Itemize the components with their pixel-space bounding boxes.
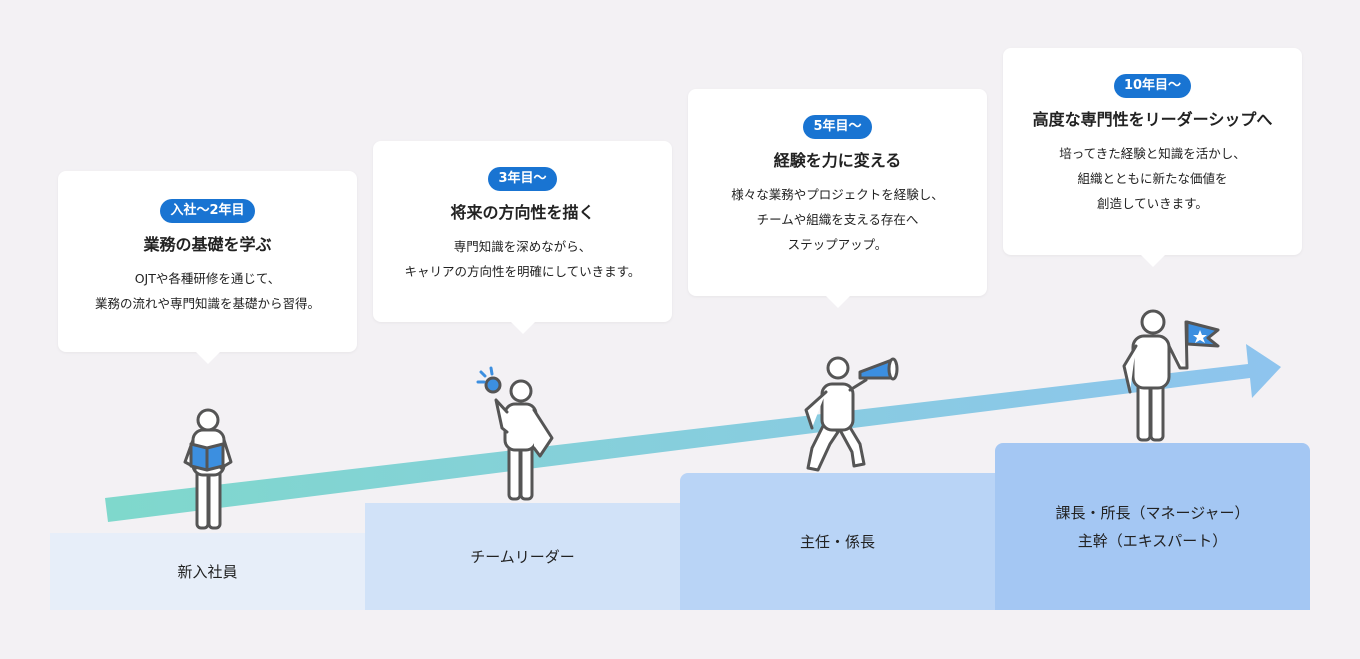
stage-description: 専門知識を深めながら、 キャリアの方向性を明確にしていきます。 bbox=[404, 239, 641, 279]
step-manager: 課長・所長（マネージャー） 主幹（エキスパート） bbox=[995, 443, 1310, 610]
lightbulb-icon bbox=[476, 366, 502, 394]
person-flag-figure bbox=[1122, 309, 1220, 442]
step-chief: 主任・係長 bbox=[680, 473, 995, 610]
stage-title: 高度な専門性をリーダーシップへ bbox=[1032, 110, 1273, 129]
person-idea-figure bbox=[476, 366, 554, 501]
stage-card-2: 3年目〜 将来の方向性を描く 専門知識を深めながら、 キャリアの方向性を明確にし… bbox=[373, 141, 672, 334]
stage-description: 様々な業務やプロジェクトを経験し、 チームや組織を支える存在へ ステップアップ。 bbox=[731, 187, 944, 252]
stage-description: OJTや各種研修を通じて、 業務の流れや専門知識を基礎から習得。 bbox=[94, 271, 320, 311]
step-label: チームリーダー bbox=[470, 547, 575, 566]
step-label: 主任・係長 bbox=[799, 532, 875, 551]
step-team-leader: チームリーダー bbox=[365, 503, 680, 610]
year-badge: 10年目〜 bbox=[1113, 74, 1192, 98]
step-label: 課長・所長（マネージャー） 主幹（エキスパート） bbox=[1055, 503, 1250, 550]
book-icon bbox=[189, 442, 225, 472]
star-flag-icon bbox=[1185, 320, 1220, 348]
stage-card-3: 5年目〜 経験を力に変える 様々な業務やプロジェクトを経験し、 チームや組織を支… bbox=[688, 89, 987, 308]
arrow-icon bbox=[105, 344, 1281, 522]
stage-description: 培ってきた経験と知識を活かし、 組織とともに新たな価値を 創造していきます。 bbox=[1059, 146, 1246, 211]
person-reading-figure bbox=[183, 408, 233, 530]
year-badge: 入社〜2年目 bbox=[160, 199, 255, 223]
stage-title: 将来の方向性を描く bbox=[450, 203, 595, 222]
stage-card-4: 10年目〜 高度な専門性をリーダーシップへ 培ってきた経験と知識を活かし、 組織… bbox=[1003, 48, 1302, 267]
megaphone-icon bbox=[858, 357, 899, 381]
person-megaphone-figure bbox=[804, 356, 899, 472]
year-badge: 3年目〜 bbox=[488, 167, 557, 191]
step-new-employee: 新入社員 bbox=[50, 533, 365, 610]
year-badge: 5年目〜 bbox=[803, 115, 872, 139]
stage-title: 経験を力に変える bbox=[773, 151, 902, 170]
step-label: 新入社員 bbox=[177, 562, 238, 581]
stage-card-1: 入社〜2年目 業務の基礎を学ぶ OJTや各種研修を通じて、 業務の流れや専門知識… bbox=[58, 171, 357, 364]
stage-title: 業務の基礎を学ぶ bbox=[143, 235, 272, 254]
